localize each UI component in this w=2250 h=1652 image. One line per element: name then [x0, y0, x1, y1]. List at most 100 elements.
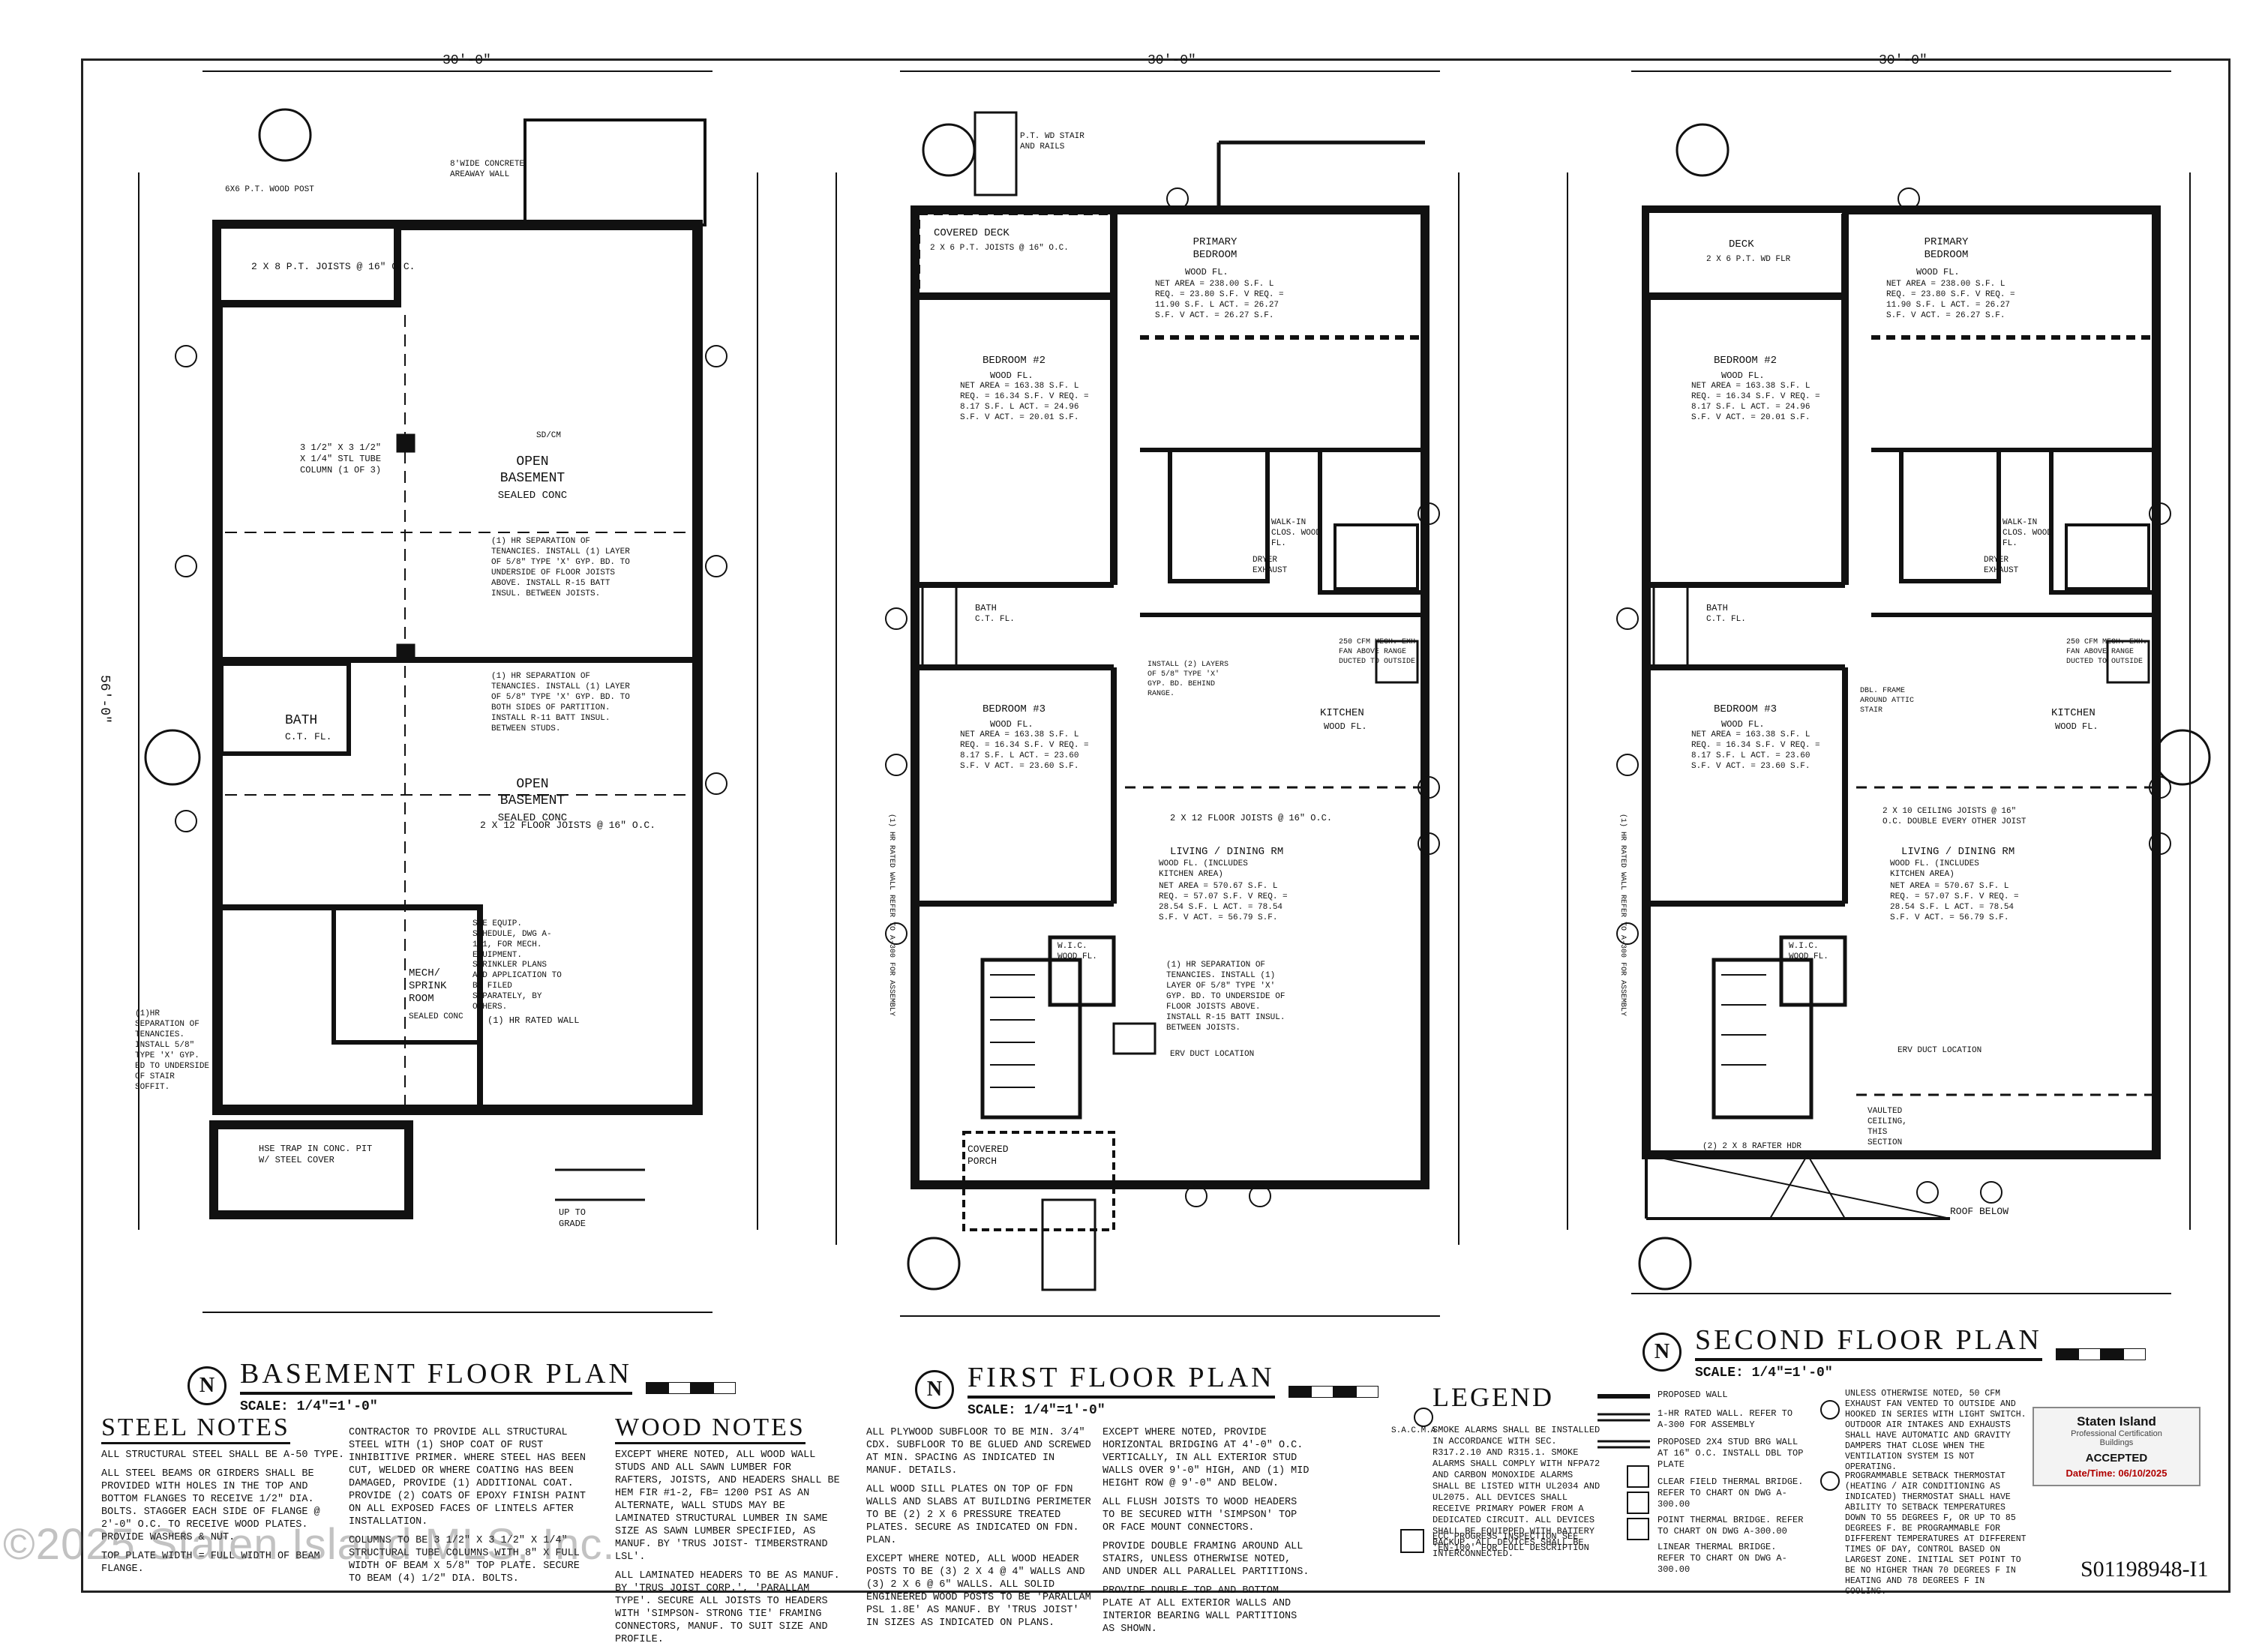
- first-bedroom-3-sub: WOOD FL.: [990, 719, 1034, 730]
- first-primary-sub: WOOD FL.: [1185, 267, 1228, 277]
- basement-overall-width: 30'-0": [442, 53, 491, 68]
- basement-open-upper: OPEN BASEMENT: [500, 454, 566, 486]
- basement-sdcm: SD/CM: [536, 431, 562, 440]
- basement-post-note: 6x6 P.T. WOOD POST: [225, 185, 314, 194]
- north-arrow-icon: N: [915, 1370, 954, 1409]
- steel-note: COLUMNS TO BE 3 1/2" x 3 1/2" x 1/4" STR…: [349, 1535, 580, 1585]
- mls-watermark: ©2025 Staten Island MLS, Inc.: [3, 1520, 616, 1569]
- wood-note: PROVIDE DOUBLE TOP AND BOTTOM PLATE AT A…: [1102, 1585, 1298, 1635]
- first-kitchen: KITCHEN: [1320, 707, 1364, 719]
- second-vaulted: VAULTED CEILING, THIS SECTION: [1868, 1107, 1907, 1147]
- steel-notes-col-1: ALL STRUCTURAL STEEL SHALL BE A-50 TYPE.…: [101, 1449, 349, 1582]
- second-living-sub: WOOD FL. (INCLUDES KITCHEN AREA): [1890, 859, 1979, 879]
- second-kitchen-sub: WOOD FL.: [2055, 721, 2098, 732]
- legend-tr-text: ECC PROGRESS INSPECTION SEE 'EN-100' FOR…: [1432, 1531, 1589, 1553]
- second-bedroom-3-area: NET AREA = 163.38 S.F. L req. = 16.34 S.…: [1691, 730, 1820, 771]
- second-rafter-hdr: (2) 2 x 8 RAFTER HDR: [1702, 1142, 1802, 1151]
- wood-notes-col-2: ALL PLYWOOD SUBFLOOR TO BE MIN. 3/4" CDX…: [866, 1426, 1091, 1636]
- steel-notes-heading: STEEL NOTES: [101, 1414, 290, 1444]
- legend-item: POINT THERMAL BRIDGE. REFER TO CHART ON …: [1658, 1515, 1804, 1537]
- first-living-area: NET AREA = 570.67 S.F. L req. = 57.07 S.…: [1159, 882, 1288, 922]
- wood-note: EXCEPT WHERE NOTED, ALL WOOD WALL STUDS …: [615, 1450, 840, 1563]
- basement-bath: BATH: [285, 713, 318, 728]
- first-joists: 2 x 12 FLOOR JOISTS @ 16" O.C.: [1170, 813, 1333, 823]
- first-covered-deck: COVERED DECK: [934, 227, 1010, 239]
- wood-notes-col-3: EXCEPT WHERE NOTED, PROVIDE HORIZONTAL B…: [1102, 1426, 1312, 1642]
- first-living-sub: WOOD FL. (INCLUDES KITCHEN AREA): [1159, 859, 1248, 879]
- basement-separation-1: (1) HR SEPARATION OF TENANCIES. INSTALL …: [491, 537, 630, 598]
- first-erv: ERV DUCT LOCATION: [1170, 1050, 1255, 1059]
- legend-sacma-text: SMOKE ALARMS SHALL BE INSTALLED IN ACCOR…: [1432, 1425, 1600, 1559]
- second-primary-bedroom: PRIMARY BEDROOM: [1924, 236, 1969, 261]
- first-porch: COVERED PORCH: [968, 1144, 1009, 1167]
- wood-note: ALL LAMINATED HEADERS TO BE AS MANUF. BY…: [615, 1570, 840, 1645]
- basement-trap-note: HSE TRAP IN CONC. PIT W/ STEEL COVER: [259, 1144, 373, 1165]
- north-arrow-icon: N: [1642, 1333, 1682, 1372]
- first-bath: BATH: [975, 603, 997, 613]
- second-roof-below: ROOF BELOW: [1950, 1206, 2009, 1217]
- wood-note: ALL WOOD SILL PLATES ON TOP OF FDN WALLS…: [866, 1484, 1091, 1546]
- first-separation: (1) HR SEPARATION OF TENANCIES. INSTALL …: [1166, 961, 1286, 1033]
- second-title: SECOND FLOOR PLAN: [1695, 1324, 2042, 1361]
- basement-joists-upper: 2 x 8 P.T. JOISTS @ 16" O.C.: [251, 261, 416, 272]
- first-bedroom-2-sub: WOOD FL.: [990, 370, 1034, 381]
- basement-open-upper-sub: SEALED CONC: [497, 490, 568, 502]
- basement-open-lower-sub: SEALED CONC: [497, 812, 568, 824]
- first-living: LIVING / DINING RM: [1170, 846, 1284, 858]
- second-living-area: NET AREA = 570.67 S.F. L req. = 57.07 S.…: [1890, 882, 2019, 922]
- first-stair-note: P.T. WD STAIR AND RAILS: [1020, 132, 1084, 151]
- second-title-block: N SECOND FLOOR PLAN SCALE: 1/4"=1'-0": [1642, 1324, 2146, 1381]
- second-living: LIVING / DINING RM: [1901, 846, 2015, 858]
- first-gyp-layers: INSTALL (2) LAYERS OF 5/8" TYPE 'X' GYP.…: [1148, 661, 1229, 698]
- basement-title-block: N BASEMENT FLOOR PLAN SCALE: 1/4"=1'-0": [188, 1357, 736, 1414]
- second-deck: DECK: [1729, 238, 1754, 250]
- first-bedroom-3: BEDROOM #3: [982, 703, 1046, 715]
- steel-note: CONTRACTOR TO PROVIDE ALL STRUCTURAL STE…: [349, 1427, 586, 1528]
- first-range-fan: 250 CFM MECH. EXH. FAN ABOVE RANGE DUCTE…: [1339, 638, 1420, 666]
- wood-notes-col-1: EXCEPT WHERE NOTED, ALL WOOD WALL STUDS …: [615, 1449, 840, 1652]
- first-bedroom-3-area: NET AREA = 163.38 S.F. L req. = 16.34 S.…: [960, 730, 1089, 771]
- second-attic-frame: DBL. FRAME AROUND ATTIC STAIR: [1860, 687, 1915, 715]
- first-wic: W.I.C. WOOD FL.: [1058, 942, 1097, 961]
- basement-open-lower: OPEN BASEMENT: [500, 777, 566, 808]
- north-arrow-icon: N: [188, 1366, 226, 1405]
- wood-note: ALL PLYWOOD SUBFLOOR TO BE MIN. 3/4" CDX…: [866, 1427, 1091, 1477]
- first-title: FIRST FLOOR PLAN: [968, 1361, 1275, 1399]
- first-scale: SCALE: 1/4"=1'-0": [968, 1403, 1106, 1418]
- stamp-status: ACCEPTED: [2085, 1452, 2148, 1465]
- first-kitchen-sub: WOOD FL.: [1324, 721, 1367, 732]
- basement-joists-lower: 2 x 12 FLOOR JOISTS @ 16" O.C.: [480, 820, 656, 831]
- wood-notes-title: WOOD NOTES: [615, 1414, 806, 1444]
- stamp-department: Buildings: [2099, 1438, 2134, 1447]
- legend-item: LINEAR THERMAL BRIDGE. REFER TO CHART ON…: [1658, 1542, 1787, 1575]
- legend-item: CLEAR FIELD THERMAL BRIDGE. REFER TO CHA…: [1658, 1477, 1804, 1510]
- second-bedroom-3: BEDROOM #3: [1714, 703, 1778, 715]
- first-primary-bedroom: PRIMARY BEDROOM: [1192, 236, 1238, 261]
- basement-areaway-note: 8'WIDE CONCRETE AREAWAY WALL: [450, 160, 525, 179]
- second-bedroom-2-sub: WOOD FL.: [1721, 370, 1765, 381]
- first-floor-walls: [910, 111, 1430, 1291]
- steel-note: ALL STEEL BEAMS OR GIRDERS SHALL BE PROV…: [101, 1468, 320, 1543]
- second-hr-wall: (1) HR RATED WALL REFER TO A-300 FOR ASS…: [1618, 814, 1627, 1017]
- steel-notes-col-2: CONTRACTOR TO PROVIDE ALL STRUCTURAL STE…: [349, 1426, 596, 1591]
- scale-bar-icon: [1288, 1386, 1378, 1398]
- scale-bar-icon: [645, 1382, 736, 1394]
- legend-title: LEGEND: [1432, 1382, 1554, 1412]
- wood-note: EXCEPT WHERE NOTED, PROVIDE HORIZONTAL B…: [1102, 1427, 1310, 1489]
- first-covered-deck-sub: 2 x 6 P.T. JOISTS @ 16" O.C.: [930, 244, 1069, 253]
- basement-title: BASEMENT FLOOR PLAN: [240, 1357, 632, 1395]
- second-deck-sub: 2 x 6 P.T. WD FLR: [1706, 255, 1791, 264]
- basement-bath-sub: C.T. FL.: [285, 731, 332, 742]
- legend-sacma-symbol: S.A.C.M.A: [1391, 1426, 1436, 1435]
- basement-mech-room: MECH/ SPRINK ROOM: [409, 967, 447, 1005]
- scale-bar-icon: [2055, 1348, 2146, 1360]
- second-joists: 2 x 10 CEILING JOISTS @ 16" O.C. DOUBLE …: [1882, 807, 2026, 826]
- first-primary-area: NET AREA = 238.00 S.F. L req. = 23.80 S.…: [1155, 280, 1284, 320]
- basement-hr-rated: (1) HR RATED WALL: [488, 1015, 580, 1026]
- stamp-date: 06/10/2025: [2118, 1468, 2168, 1479]
- second-bath-sub: C.T. FL.: [1706, 615, 1746, 624]
- floor-plan-linework: [138, 70, 2211, 1553]
- second-bath: BATH: [1706, 603, 1728, 613]
- legend-item: 1-HR RATED WALL. REFER TO A-300 FOR ASSE…: [1658, 1408, 1793, 1430]
- stamp-org: Staten Island: [2077, 1414, 2156, 1429]
